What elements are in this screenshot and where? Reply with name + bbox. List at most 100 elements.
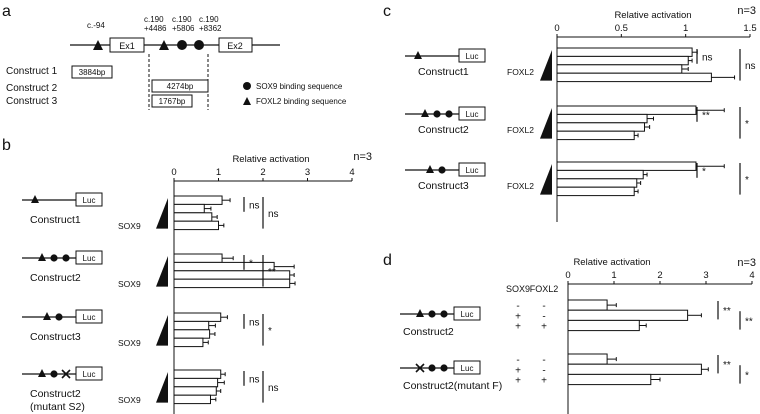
bar <box>173 261 275 272</box>
bar <box>173 386 217 396</box>
sox9-site-marker <box>445 110 453 118</box>
construct-name: Construct3 <box>30 331 81 343</box>
exon-2 <box>218 37 253 53</box>
position-5806: c.190+5806 <box>172 15 195 33</box>
dose-wedge <box>540 50 552 81</box>
significance-label: ns <box>249 317 260 328</box>
bar <box>567 299 608 311</box>
significance-label: ns <box>249 200 260 211</box>
sox9-presence: + <box>515 322 521 333</box>
foxl2-site-marker <box>38 253 46 261</box>
sox9-presence: - <box>516 301 519 312</box>
panel-a: a Ex1 Ex2 c.-94 c.190+4486 c.190+5806 c.… <box>2 3 347 110</box>
bar <box>556 47 693 57</box>
x-tick-label: 4 <box>749 270 754 281</box>
sox9-presence: + <box>515 376 521 387</box>
factor-label: SOX9 <box>118 395 141 405</box>
x-tick-label: 0 <box>554 23 559 34</box>
x-axis-label: Relative activation <box>614 10 691 21</box>
luc-label: Luc <box>466 166 479 175</box>
luc-label: Luc <box>83 254 96 263</box>
dose-wedge <box>156 256 168 287</box>
foxl2-presence: - <box>542 355 545 366</box>
significance-label: * <box>745 370 749 381</box>
construct-name: Construct1 <box>418 66 469 78</box>
exon-1-label: Ex1 <box>119 41 135 51</box>
bar <box>567 319 640 332</box>
x-axis-label: Relative activation <box>573 257 650 268</box>
luc-box <box>458 162 486 177</box>
construct-name: Construct2(mutant F) <box>403 380 502 392</box>
foxl2-site-marker <box>414 51 422 59</box>
factor-label: FOXL2 <box>507 67 534 77</box>
sox9-site-marker <box>438 166 446 174</box>
construct-3-box <box>151 94 193 108</box>
significance-label: ** <box>723 306 731 317</box>
bar <box>567 353 608 365</box>
dose-wedge <box>156 198 168 229</box>
sox9-site <box>194 40 204 50</box>
sox9-presence: + <box>515 365 521 376</box>
bar <box>173 278 291 289</box>
construct-name: Construct2 <box>418 124 469 136</box>
factor-label: SOX9 <box>118 279 141 289</box>
sox9-site-marker <box>62 254 70 262</box>
bar <box>173 369 222 379</box>
bar <box>173 203 205 214</box>
bar <box>567 363 702 375</box>
x-tick-label: 2 <box>260 167 265 178</box>
significance-label: ** <box>702 110 710 121</box>
significance-label: ** <box>745 316 753 327</box>
construct-diagram: Luc <box>405 106 486 121</box>
significance-label: * <box>745 119 749 130</box>
construct-diagram: Luc <box>22 192 103 207</box>
sox9-site-marker <box>433 110 441 118</box>
significance-label: ns <box>249 374 260 385</box>
bar <box>556 178 638 188</box>
position-8362: c.190+8362 <box>199 15 222 33</box>
x-tick-label: 2 <box>657 270 662 281</box>
bar <box>173 329 211 339</box>
luc-label: Luc <box>83 313 96 322</box>
significance-label: ** <box>268 267 276 278</box>
position-c-94: c.-94 <box>87 21 105 30</box>
luc-box <box>458 48 486 63</box>
bar <box>556 113 648 124</box>
sox9-site-marker <box>428 310 436 318</box>
x-axis-label: Relative activation <box>232 154 309 165</box>
sox9-site-marker <box>50 254 58 262</box>
construct-name: Construct2 <box>403 326 454 338</box>
bar <box>173 394 211 405</box>
foxl2-site <box>159 40 169 50</box>
construct-name: Construct1 <box>30 214 81 226</box>
foxl2-header: FOXL2 <box>530 284 559 294</box>
dose-wedge <box>156 372 168 403</box>
bar <box>173 312 222 322</box>
x-tick-label: 3 <box>305 167 310 178</box>
foxl2-site-marker <box>416 309 424 317</box>
sox9-header: SOX9 <box>506 284 530 294</box>
bar <box>556 130 635 141</box>
foxl2-site-marker <box>31 195 39 203</box>
luc-box <box>75 366 103 381</box>
bar <box>567 373 652 386</box>
luc-box <box>75 192 103 207</box>
luc-box <box>458 106 486 121</box>
bar <box>556 55 689 66</box>
factor-label: SOX9 <box>118 221 141 231</box>
foxl2-site-marker <box>43 312 51 320</box>
bar <box>556 72 712 83</box>
bar <box>173 220 219 231</box>
mutation-cross <box>415 363 425 373</box>
construct-diagram: Luc <box>22 366 103 381</box>
x-tick-label: 4 <box>349 167 354 178</box>
bar <box>173 212 213 222</box>
luc-label: Luc <box>461 310 474 319</box>
factor-label: FOXL2 <box>507 181 534 191</box>
n-label: n=3 <box>353 151 372 163</box>
